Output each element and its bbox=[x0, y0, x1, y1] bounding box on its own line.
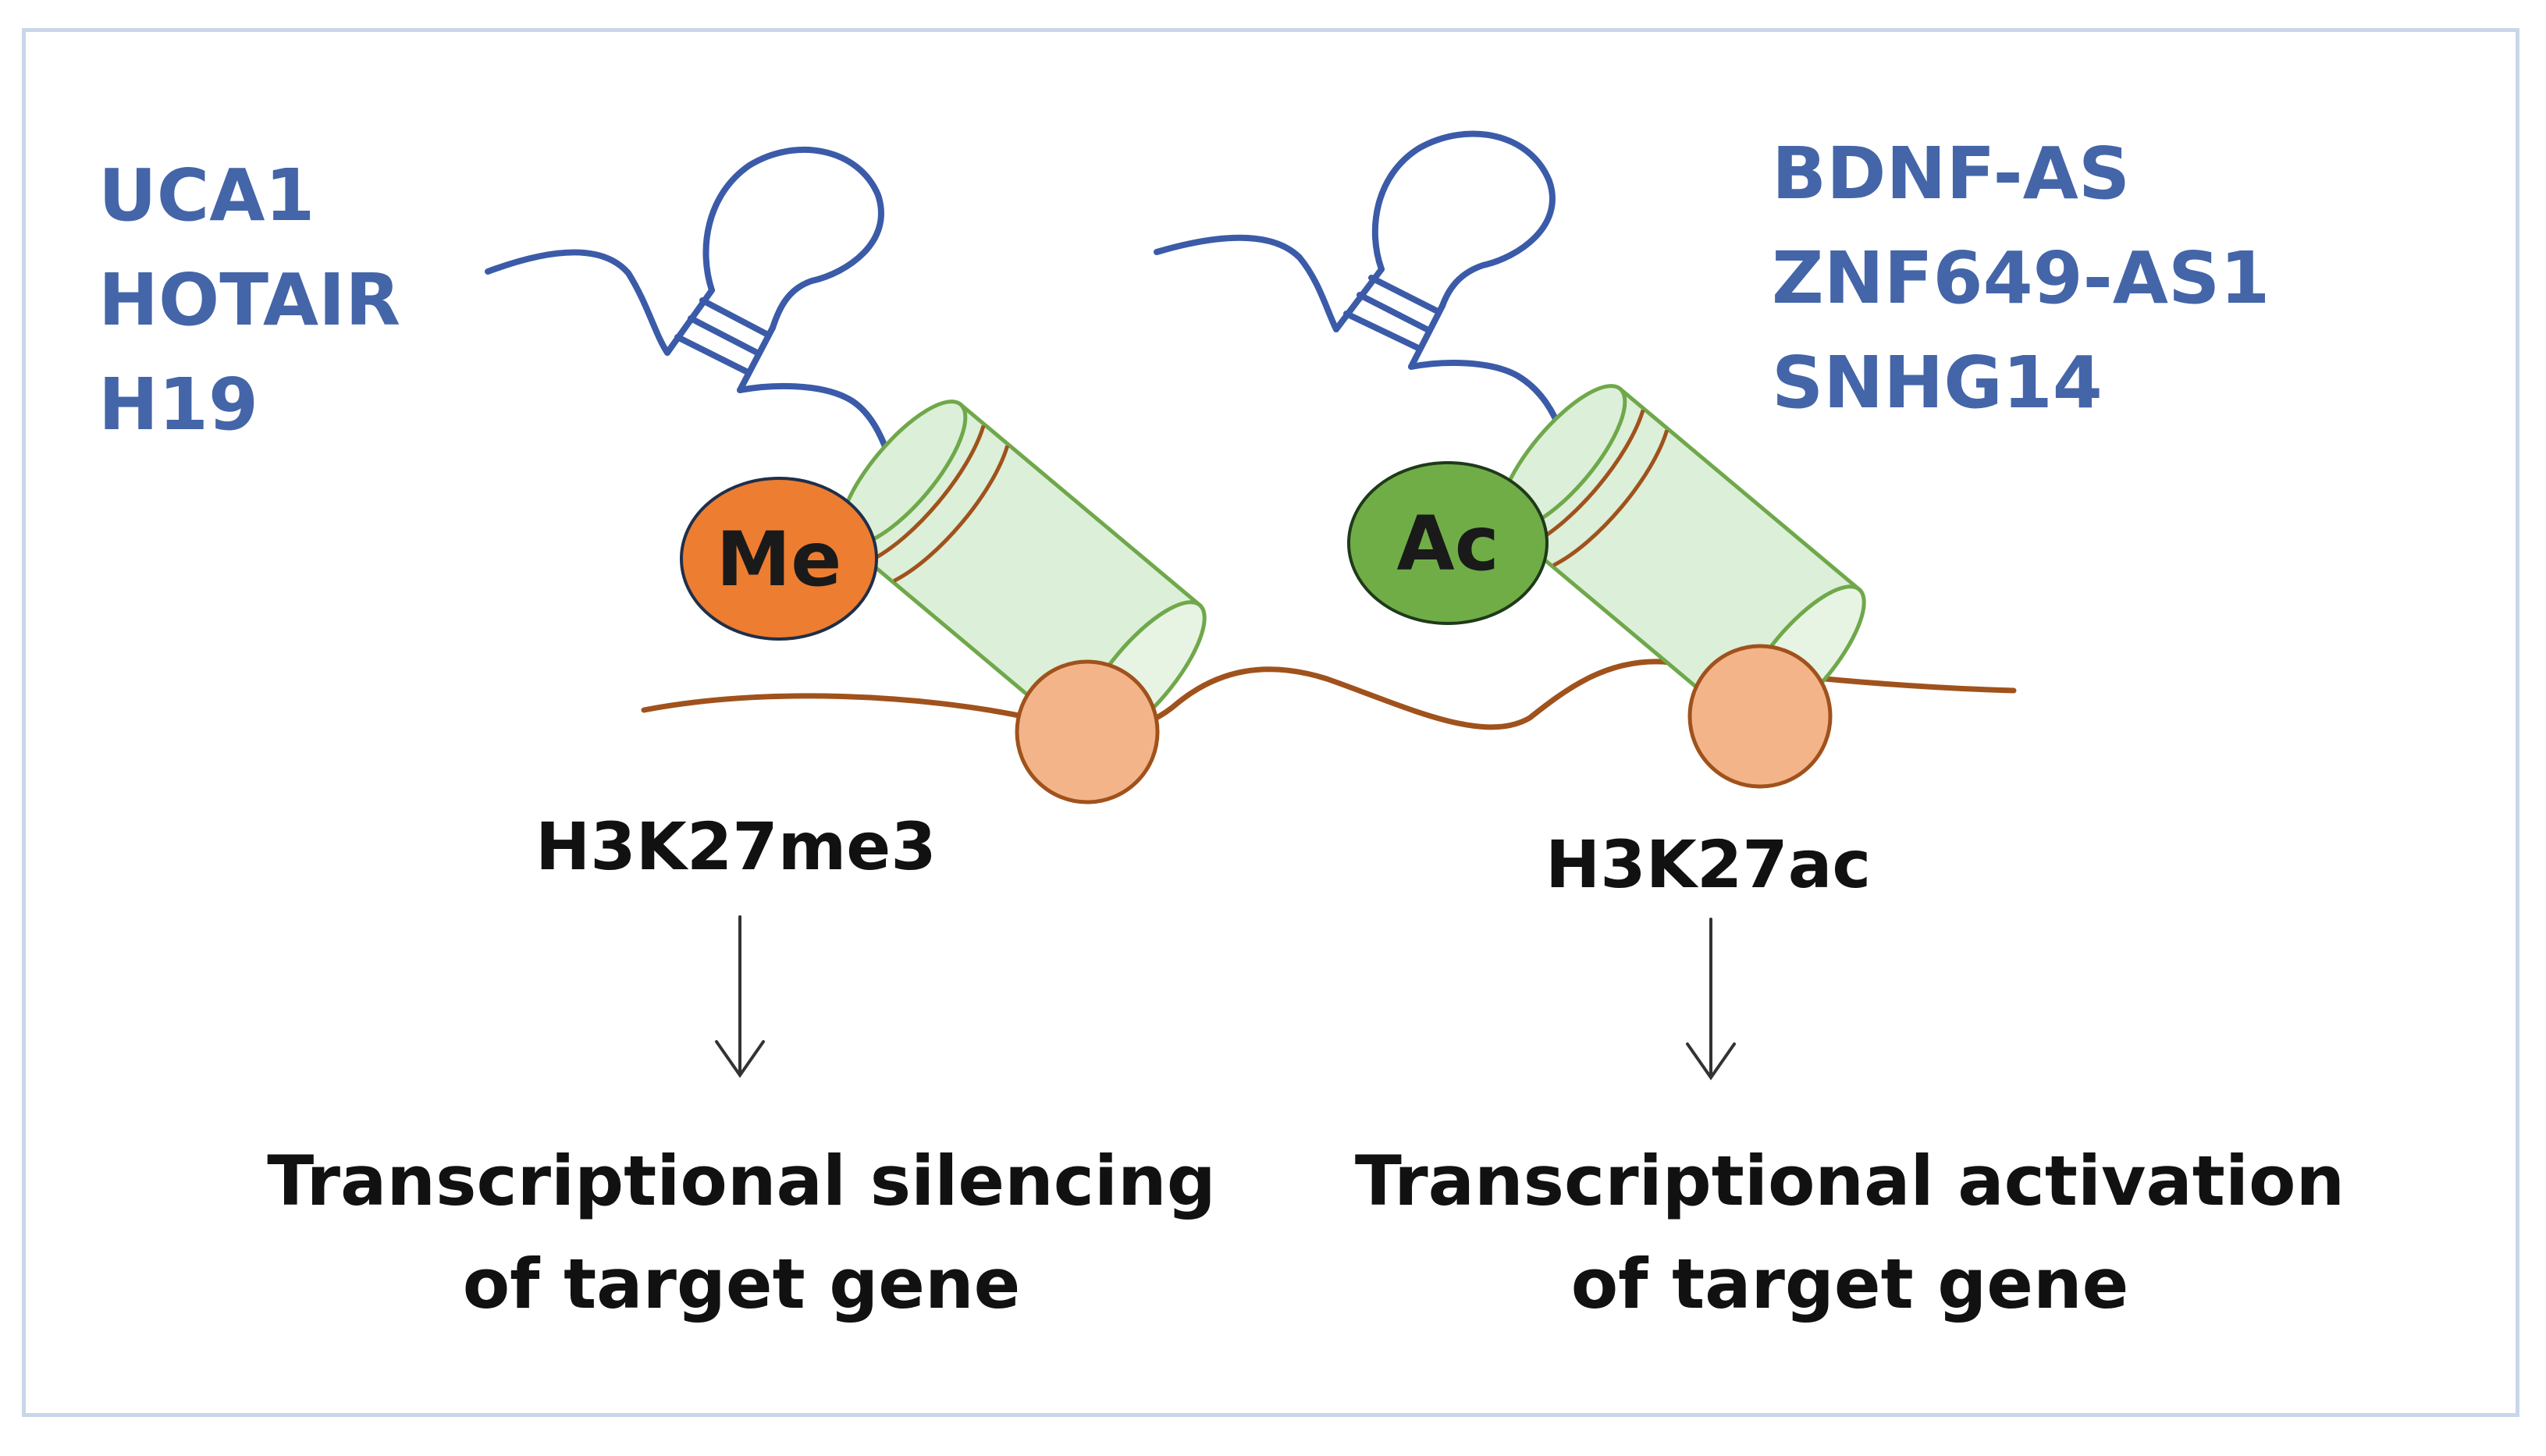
lncrna-list-silencing: UCA1 HOTAIR H19 bbox=[98, 144, 400, 457]
lncrna-name: SNHG14 bbox=[1772, 341, 2103, 424]
lncrna-stem-right-b bbox=[1408, 303, 1445, 370]
dna-wrap bbox=[1552, 429, 1669, 567]
arrow-left bbox=[715, 915, 765, 1078]
acetyl-mark: Ac bbox=[1347, 461, 1549, 625]
histone-mark-label-me3: H3K27me3 bbox=[535, 808, 937, 885]
base-pair bbox=[674, 334, 751, 375]
lncrna-tail-left bbox=[485, 249, 670, 356]
outcome-silencing: Transcriptional silencing of target gene bbox=[234, 1130, 1249, 1336]
methyl-mark: Me bbox=[680, 477, 878, 641]
arrow-right bbox=[1686, 918, 1736, 1081]
lncrna-tail-right bbox=[1154, 234, 1339, 332]
outcome-activation: Transcriptional activation of target gen… bbox=[1342, 1130, 2357, 1336]
outcome-line-1: Transcriptional silencing bbox=[267, 1141, 1216, 1221]
base-pair bbox=[699, 297, 770, 337]
acetyl-circle bbox=[1347, 461, 1549, 625]
base-pair bbox=[1368, 275, 1439, 314]
lncrna-loop-left bbox=[702, 147, 884, 331]
outcome-line-1: Transcriptional activation bbox=[1354, 1141, 2345, 1221]
base-pair bbox=[1343, 311, 1421, 351]
outcome-line-2: of target gene bbox=[1570, 1244, 2129, 1324]
nucleosome-core-left bbox=[1015, 659, 1160, 804]
lncrna-tail-right-lower bbox=[1408, 360, 1564, 436]
methyl-circle bbox=[680, 477, 878, 641]
acetyl-label: Ac bbox=[1396, 500, 1499, 588]
lncrna-hairpin-left bbox=[485, 147, 893, 462]
base-pair bbox=[688, 315, 760, 356]
lncrna-name: HOTAIR bbox=[98, 258, 401, 342]
base-pair bbox=[1357, 292, 1430, 332]
lncrna-name: BDNF-AS bbox=[1772, 132, 2131, 215]
lncrna-name: UCA1 bbox=[98, 154, 315, 237]
lncrna-name: H19 bbox=[98, 363, 259, 446]
lncrna-stem-left-b bbox=[737, 325, 776, 393]
lncrna-hairpin-right bbox=[1154, 130, 1564, 436]
dna-wrap bbox=[869, 424, 986, 563]
lncrna-tail-left-lower bbox=[737, 382, 893, 462]
methyl-label: Me bbox=[717, 516, 842, 603]
lncrna-loop-right bbox=[1371, 130, 1556, 309]
outcome-line-2: of target gene bbox=[462, 1244, 1021, 1324]
dna-wrap bbox=[893, 445, 1010, 583]
lncrna-name: ZNF649-AS1 bbox=[1772, 236, 2270, 320]
nucleosome-core-right bbox=[1687, 644, 1833, 789]
figure-frame bbox=[22, 28, 2519, 1417]
histone-mark-label-ac: H3K27ac bbox=[1545, 826, 1872, 903]
lncrna-list-activation: BDNF-AS ZNF649-AS1 SNHG14 bbox=[1772, 122, 2270, 435]
